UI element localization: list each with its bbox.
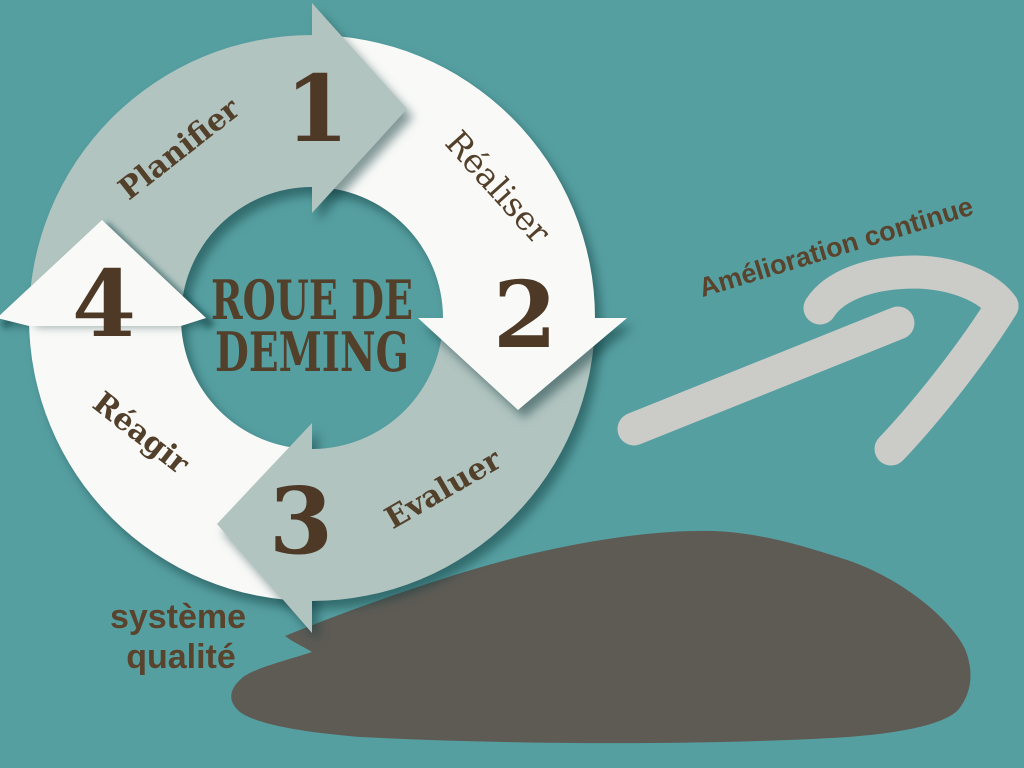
quality-label-line2: qualité xyxy=(126,638,236,676)
hand-arrow-head-bottom xyxy=(874,289,1019,466)
center-title-line2: DEMING xyxy=(215,320,409,384)
wheel-segment-evaluer xyxy=(217,318,595,633)
hand-drawn-arrow-icon xyxy=(617,255,1019,466)
center-title: ROUE DE DEMING xyxy=(211,268,413,384)
growth-mound-shape xyxy=(231,530,971,744)
quality-label: système qualité xyxy=(110,598,246,676)
step-number-3: 3 xyxy=(269,467,333,575)
wheel-segment-realiser xyxy=(312,35,627,410)
step-number-2: 2 xyxy=(493,261,557,369)
arrowhead-4-overlay xyxy=(0,220,206,326)
step-numbers: 1 2 3 4 xyxy=(72,55,557,575)
step-number-1: 1 xyxy=(285,55,349,163)
center-title-line1: ROUE DE xyxy=(211,268,413,332)
hand-arrow-head-top xyxy=(803,255,1019,325)
quality-label-line1: système xyxy=(110,598,246,636)
step-number-4: 4 xyxy=(72,250,136,358)
hand-arrow-shaft xyxy=(617,306,915,446)
